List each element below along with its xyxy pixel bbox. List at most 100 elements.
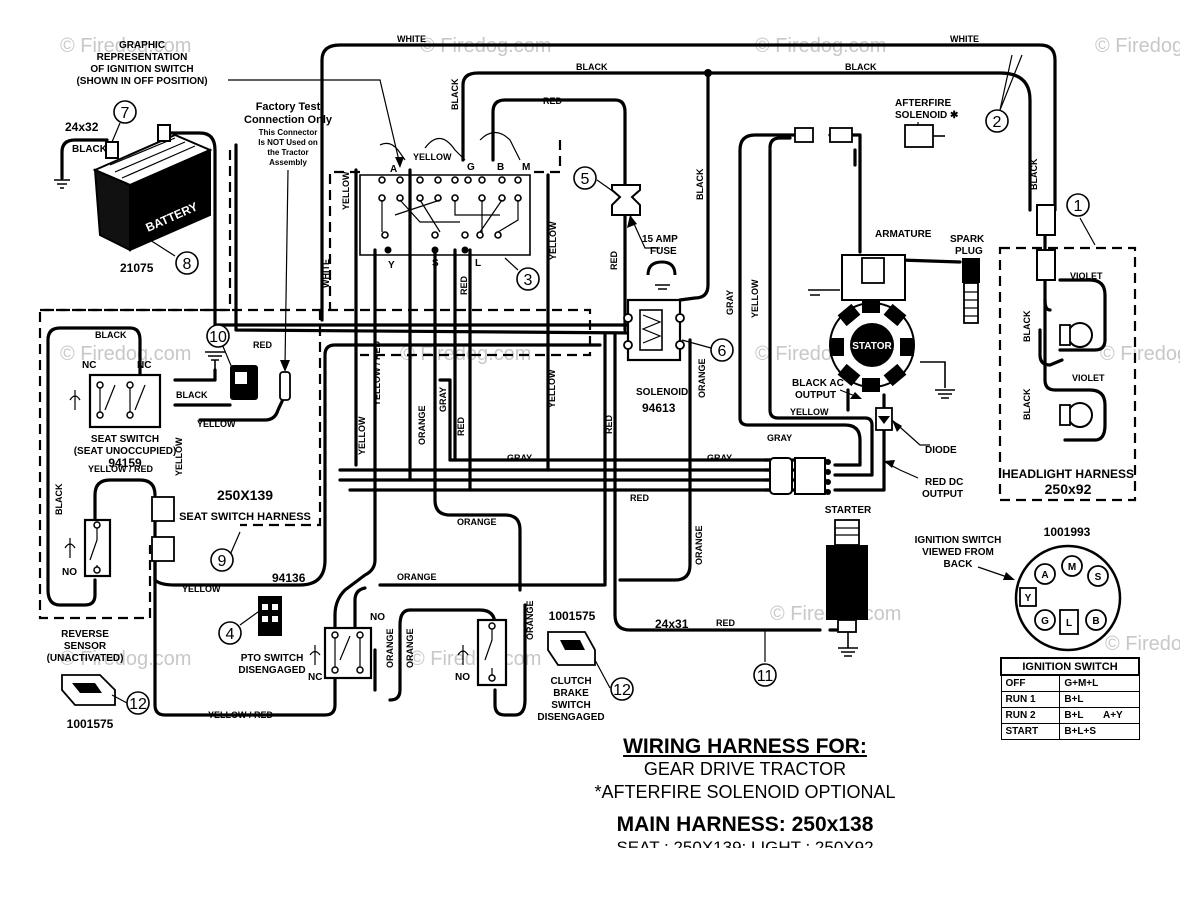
factory-test-line5: the Tractor bbox=[267, 148, 308, 157]
wire-label-orange: ORANGE bbox=[397, 572, 437, 582]
afterfire-line1: AFTERFIRE bbox=[895, 98, 951, 109]
watermark: © Firedog.com bbox=[1095, 35, 1180, 57]
graphic-note-line1: GRAPHIC bbox=[119, 40, 165, 51]
wire-label-black: BLACK bbox=[1022, 310, 1032, 342]
table-row: OFF G+M+L bbox=[1000, 674, 1140, 692]
title-block: WIRING HARNESS FOR: GEAR DRIVE TRACTOR *… bbox=[520, 735, 970, 848]
wire-label-black: BLACK bbox=[1022, 388, 1032, 420]
watermark: © Firedog.com bbox=[60, 35, 191, 57]
title-heading: WIRING HARNESS FOR: bbox=[623, 735, 867, 758]
wire-label-yellow-red: YELLOW / RED bbox=[372, 341, 382, 407]
callout-3: 3 bbox=[524, 272, 533, 289]
wire-labels: WHITE WHITE BLACK BLACK BLACK RED YELLOW… bbox=[54, 34, 1039, 720]
terminal-a-label: A bbox=[390, 164, 397, 175]
fuse-rating: 15 AMP bbox=[642, 234, 678, 245]
armature-label: ARMATURE bbox=[875, 229, 932, 240]
table-cell: G+M+L bbox=[1059, 674, 1140, 692]
reverse-sensor: REVERSE SENSOR (UNACTIVATED) 1001575 bbox=[47, 629, 124, 731]
factory-test-line6: Assembly bbox=[269, 158, 307, 167]
reverse-switch-no: NO bbox=[62, 567, 77, 578]
ign-view-m: M bbox=[1068, 562, 1076, 573]
terminal-m-label: M bbox=[522, 162, 530, 173]
wire-label-gray: GRAY bbox=[725, 290, 735, 315]
fuse: 15 AMP FUSE bbox=[611, 184, 678, 257]
wire-label-yellow: YELLOW bbox=[790, 407, 829, 417]
ign-view-g: G bbox=[1041, 616, 1049, 627]
callout-1: 1 bbox=[1074, 198, 1083, 215]
wire-label-black: BLACK bbox=[176, 390, 208, 400]
wire-label-orange: ORANGE bbox=[417, 405, 427, 445]
table-row: START B+L+S bbox=[1000, 723, 1140, 740]
wire-label-gray: GRAY bbox=[438, 387, 448, 412]
headlight-harness: VIOLET VIOLET BLACK BLACK HEADLIGHT HARN… bbox=[1002, 204, 1134, 497]
callout-4: 4 bbox=[226, 626, 235, 643]
wire-label-red: RED bbox=[630, 493, 650, 503]
wire-label-gray: GRAY bbox=[767, 433, 792, 443]
ignition-graphic-note: GRAPHIC REPRESENTATION OF IGNITION SWITC… bbox=[76, 40, 404, 168]
wires bbox=[46, 43, 1107, 717]
table-cell: OFF bbox=[1000, 674, 1061, 692]
starter-motor: STARTER 24x31 bbox=[655, 505, 872, 657]
factory-test-line3: This Connector bbox=[259, 128, 318, 137]
stator-label: STATOR bbox=[852, 341, 892, 352]
headlight-bulb-icon bbox=[1067, 402, 1093, 428]
callout-5: 5 bbox=[581, 171, 590, 188]
test-connector bbox=[279, 371, 291, 401]
wire-label-red: RED bbox=[604, 414, 614, 434]
wire-label-black: BLACK bbox=[576, 62, 608, 72]
pto-label: PTO SWITCH bbox=[241, 653, 304, 664]
wire-label-red: RED bbox=[459, 275, 469, 295]
terminal-g-label: G bbox=[467, 162, 475, 173]
title-line1: GEAR DRIVE TRACTOR bbox=[643, 759, 847, 779]
reverse-label1: REVERSE bbox=[61, 629, 109, 640]
factory-test-line1: Factory Test bbox=[256, 101, 321, 113]
ign-view-y: Y bbox=[1025, 593, 1032, 604]
switch-contacts bbox=[378, 176, 522, 254]
harness-boundaries bbox=[38, 140, 1137, 620]
seat-switch-nc-right: NC bbox=[137, 360, 151, 371]
wire-label-gray: GRAY bbox=[707, 453, 732, 463]
terminal-b-label: B bbox=[497, 162, 504, 173]
title-sub-harness: SEAT : 250X139; LIGHT : 250X92 bbox=[616, 838, 874, 848]
starter-cable-label: 24x31 bbox=[655, 617, 689, 631]
ign-view-a: A bbox=[1041, 570, 1048, 581]
black-ac-output-label2: OUTPUT bbox=[795, 390, 836, 401]
callout-2: 2 bbox=[993, 114, 1002, 131]
wire-label-red: RED bbox=[253, 340, 273, 350]
seat-switch-nc-left: NC bbox=[82, 360, 96, 371]
black-ac-output-label: BLACK AC bbox=[792, 378, 844, 389]
wire-label-orange: ORANGE bbox=[457, 517, 497, 527]
headlight-bulb-icon bbox=[1067, 322, 1093, 348]
wire-label-yellow-red: YELLOW / RED bbox=[88, 464, 154, 474]
table-cell: RUN 1 bbox=[1000, 691, 1061, 708]
wire-label-yellow: YELLOW bbox=[413, 152, 452, 162]
pto-nc-label: NC bbox=[308, 672, 322, 683]
clutch-label2: BRAKE bbox=[553, 688, 589, 699]
table-row: RUN 1 B+L bbox=[1000, 691, 1140, 708]
headlight-harness-part: 250x92 bbox=[1045, 481, 1092, 497]
watermark: © Firedog.com bbox=[400, 343, 531, 365]
pto-part: 94136 bbox=[272, 571, 306, 585]
pto-switch: 94136 PTO SWITCH DISENGAGED NC NO bbox=[238, 571, 385, 683]
ign-view-b: B bbox=[1092, 616, 1099, 627]
reverse-part: 1001575 bbox=[67, 717, 114, 731]
wire-label-black: BLACK bbox=[54, 483, 64, 515]
ignition-switch-graphic: A G B M Y S L bbox=[359, 131, 531, 271]
factory-test-line2: Connection Only bbox=[244, 114, 333, 126]
ign-view-label3: BACK bbox=[944, 559, 974, 570]
clutch-label1: CLUTCH bbox=[550, 676, 591, 687]
graphic-note-line2: REPRESENTATION bbox=[97, 52, 188, 63]
callout-10: 10 bbox=[209, 329, 227, 346]
table-row: RUN 2 B+L A+Y bbox=[1000, 707, 1140, 724]
wire-label-black: BLACK bbox=[695, 168, 705, 200]
solenoid-label: SOLENOID bbox=[636, 387, 688, 398]
callouts: 1 2 3 4 5 6 7 8 9 10 11 12 12 bbox=[111, 54, 1096, 715]
wire-label-red: RED bbox=[456, 416, 466, 436]
wire-label-black: BLACK bbox=[845, 62, 877, 72]
ign-view-l: L bbox=[1066, 618, 1072, 629]
wire-label-yellow: YELLOW bbox=[197, 419, 236, 429]
watermarks: © Firedog.com © Firedog.com © Firedog.co… bbox=[60, 35, 1180, 670]
callout-12: 12 bbox=[129, 696, 147, 713]
diode-label: DIODE bbox=[925, 445, 957, 456]
